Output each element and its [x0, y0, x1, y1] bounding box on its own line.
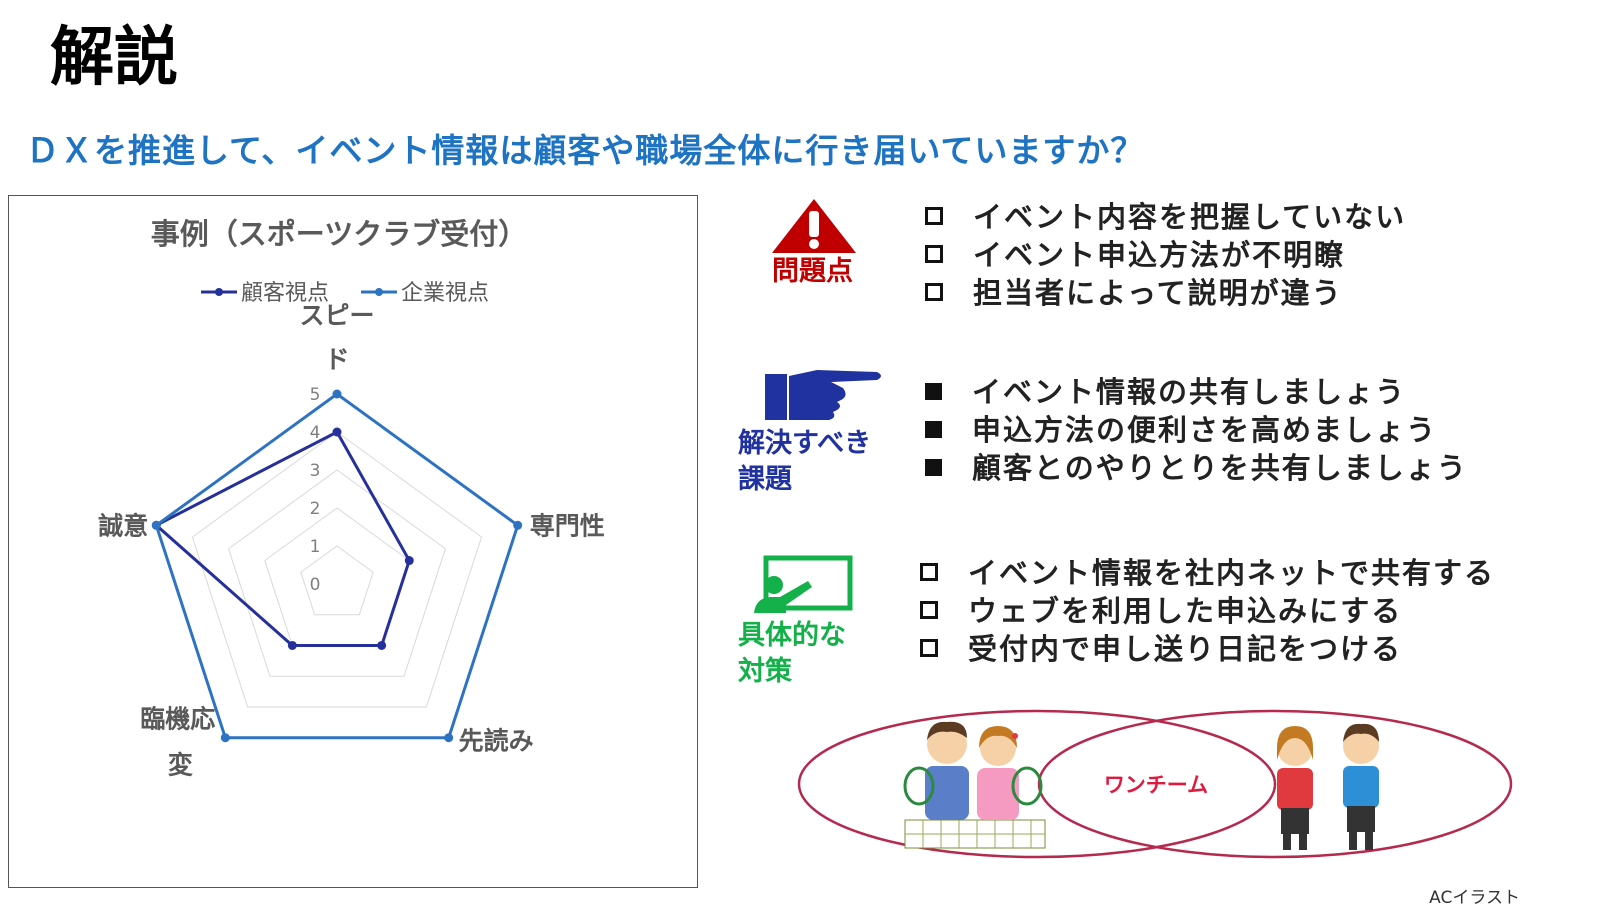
radar-tick-labels: 0 1 2 3 4 5: [310, 385, 321, 595]
measure-item-2: ウェブを利用した申込みにする: [920, 588, 1402, 630]
grid-ring: [155, 393, 519, 739]
axis-label: 先読み: [459, 727, 534, 756]
grid-ring: [300, 545, 374, 616]
checkbox-icon: [920, 639, 938, 657]
issue-item-2: 申込方法の便利さを高めましょう: [925, 407, 1437, 449]
tick-label: 3: [310, 461, 321, 481]
axis-label: 臨機応: [140, 705, 215, 734]
radar-series: [151, 389, 523, 743]
series-point: [377, 640, 387, 650]
page-subtitle: ＤＸを推進して、イベント情報は顧客や職場全体に行き届いていますか？: [26, 131, 1145, 170]
one-team-label: ワンチーム: [1104, 773, 1208, 797]
checkbox-icon: [925, 245, 943, 263]
series-point: [332, 427, 342, 437]
axis-label: 変: [168, 751, 193, 780]
chart-legend: 顧客視点 企業視点: [201, 281, 489, 306]
tick-label: 1: [310, 537, 321, 557]
measure-item-1: イベント情報を社内ネットで共有する: [920, 550, 1495, 592]
axis-label: ド: [324, 345, 349, 374]
series-point: [287, 640, 297, 650]
page-title: 解説: [50, 21, 178, 95]
pointing-hand-icon: [765, 370, 881, 420]
square-bullet-icon: [925, 420, 942, 438]
legend-label: 顧客視点: [241, 281, 329, 306]
series-point: [151, 520, 161, 530]
presentation-icon: [754, 555, 853, 613]
axis-label: 誠意: [98, 511, 148, 540]
series-line: [153, 430, 411, 647]
series-point: [444, 733, 454, 743]
grid-ring: [227, 469, 447, 677]
issue-item-1: イベント情報の共有しましょう: [925, 369, 1406, 411]
radar-chart-frame: 事例（スポーツクラブ受付） 顧客視点 企業視点 0 1 2 3 4 5 スピード専門性先読み…: [8, 195, 698, 888]
chart-title: 事例（スポーツクラブ受付）: [151, 217, 527, 251]
radar-chart: 事例（スポーツクラブ受付） 顧客視点 企業視点 0 1 2 3 4 5 スピード専門性先読み…: [98, 217, 604, 780]
square-bullet-icon: [925, 382, 942, 400]
warning-icon: [772, 199, 856, 253]
square-bullet-icon: [925, 458, 942, 476]
axis-label: 専門性: [530, 511, 605, 540]
tennis-players-illustration: [903, 721, 1046, 849]
tick-label: 0: [310, 575, 321, 595]
problem-item-1: イベント内容を把握していない: [925, 194, 1406, 236]
illustration-credit: ACイラスト: [1429, 888, 1520, 908]
issue-item-3: 顧客とのやりとりを共有しましょう: [925, 445, 1468, 487]
measure-item-3: 受付内で申し送り日記をつける: [920, 626, 1402, 668]
legend-marker: [215, 288, 223, 296]
tick-label: 5: [310, 385, 321, 405]
issues-label: 解決すべき 課題: [738, 428, 872, 496]
checkbox-icon: [920, 601, 938, 619]
problem-item-3: 担当者によって説明が違う: [925, 270, 1343, 312]
series-line: [154, 392, 520, 740]
legend-marker: [375, 288, 383, 296]
checkbox-icon: [925, 207, 943, 225]
series-point: [220, 733, 230, 743]
grid-ring: [191, 431, 483, 708]
legend-label: 企業視点: [401, 281, 489, 306]
checkbox-icon: [925, 283, 943, 301]
series-point: [513, 520, 523, 530]
one-team-venn: ワンチーム: [797, 709, 1513, 859]
problem-item-2: イベント申込方法が不明瞭: [925, 232, 1345, 274]
axis-label: スピー: [299, 301, 374, 330]
checkbox-icon: [920, 563, 938, 581]
series-point: [332, 389, 342, 399]
tick-label: 2: [310, 499, 321, 519]
measures-label: 具体的な 対策: [738, 620, 846, 688]
series-point: [404, 556, 414, 566]
tick-label: 4: [310, 423, 321, 443]
staff-illustration: [1277, 723, 1379, 850]
problems-label: 問題点: [772, 256, 853, 287]
radar-grid: [155, 393, 519, 739]
